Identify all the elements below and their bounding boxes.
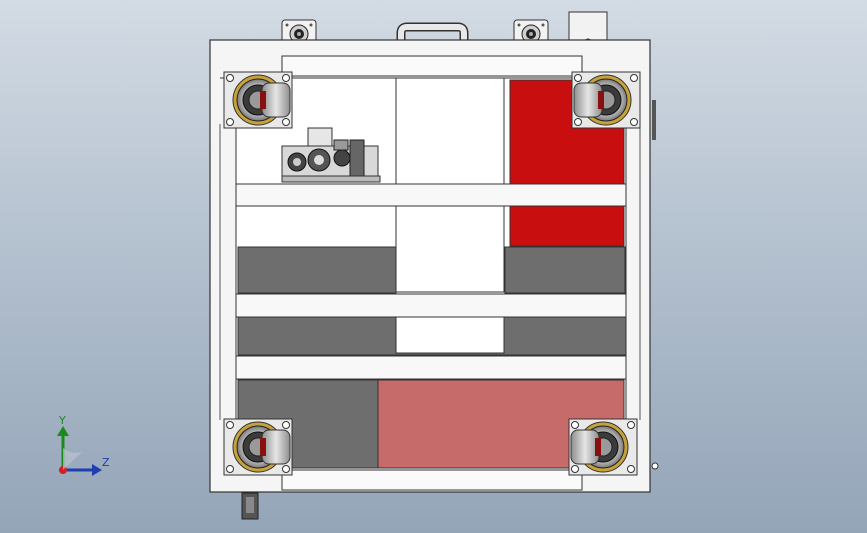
lower-gray-panel xyxy=(237,246,627,469)
sensor-dot-icon xyxy=(651,462,659,470)
caster-wheel-icon-top-left[interactable] xyxy=(223,71,293,129)
crossbar-top[interactable] xyxy=(235,183,627,207)
crossbar-bottom[interactable] xyxy=(235,355,627,380)
motor-gearbox-assembly[interactable] xyxy=(281,127,381,183)
center-column[interactable] xyxy=(395,77,505,354)
caster-wheel-icon-bottom-right[interactable] xyxy=(568,418,638,476)
carry-handle-icon[interactable] xyxy=(396,22,469,58)
axis-triad[interactable] xyxy=(57,426,102,476)
axis-y-label: Y xyxy=(59,414,66,427)
crossbar-middle[interactable] xyxy=(235,293,627,318)
bottom-latch-icon[interactable] xyxy=(241,492,259,520)
axis-z-label: Z xyxy=(102,456,110,469)
caster-wheel-icon-bottom-left[interactable] xyxy=(223,418,293,476)
caster-wheel-icon-top-right[interactable] xyxy=(571,71,641,129)
